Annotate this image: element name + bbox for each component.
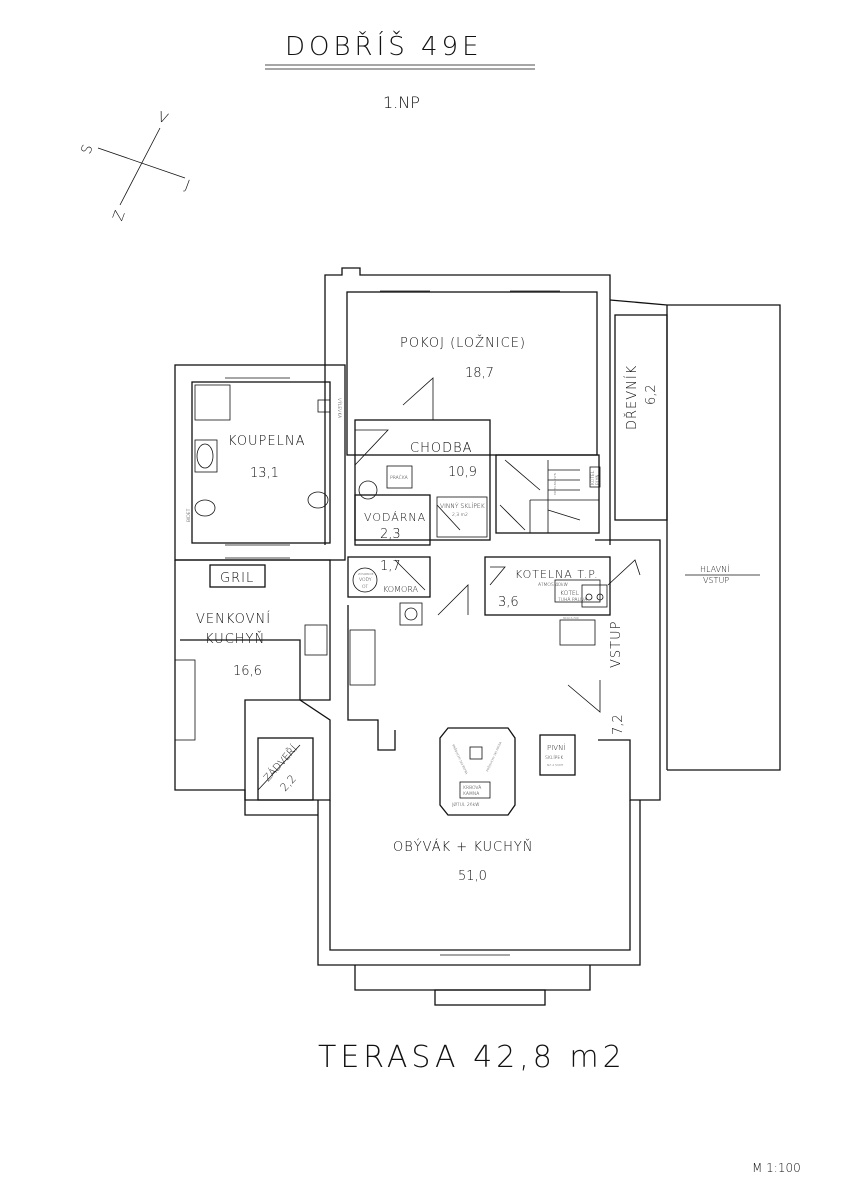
room-water-area: 2,3 bbox=[380, 527, 401, 542]
sink-icon bbox=[317, 399, 331, 413]
floor-label: 1.NP bbox=[383, 93, 420, 112]
room-boiler-area: 3,6 bbox=[498, 595, 519, 610]
compass-icon: S V J Z bbox=[78, 109, 191, 223]
regulation-label: REGULACE bbox=[563, 616, 579, 620]
tank-label: ZÁSOBNÍK bbox=[358, 571, 373, 576]
gas-boiler-label: PLYN bbox=[595, 474, 601, 485]
vent-label: PRŮDUCHY DO PATRA bbox=[451, 743, 469, 775]
room-outdoor-kitchen-area: 16,6 bbox=[233, 664, 262, 679]
room-vestibule-area: 2,2 bbox=[278, 772, 299, 794]
room-bathroom-label: KOUPELNA bbox=[228, 434, 305, 449]
svg-text:V: V bbox=[156, 109, 171, 127]
room-hallway-label: CHODBA bbox=[410, 441, 473, 456]
shower-icon bbox=[194, 384, 231, 421]
wine-cellar-area: 2,3 m2 bbox=[452, 512, 468, 518]
staircase bbox=[495, 454, 600, 534]
room-bedroom-label: POKOJ (LOŽNICE) bbox=[400, 335, 526, 351]
tank-label: OT bbox=[362, 584, 369, 590]
washing-machine-icon bbox=[386, 465, 413, 489]
room-woodshed-area: 6,2 bbox=[644, 384, 659, 405]
beer-cellar-label: SKLÍPEK bbox=[545, 754, 563, 761]
room-boiler-label: KOTELNA T.P. bbox=[515, 568, 599, 581]
room-hallway-area: 10,9 bbox=[448, 465, 477, 480]
beer-cellar-label: PIVNÍ bbox=[547, 743, 565, 752]
svg-text:Z: Z bbox=[110, 209, 128, 223]
washbasin-icon bbox=[194, 439, 218, 473]
bidet-icon bbox=[194, 499, 216, 517]
bidet-label: BIDET bbox=[186, 508, 192, 522]
water-tank-icon bbox=[352, 567, 378, 593]
boiler-label: TUHÁ PALIVA bbox=[558, 596, 587, 603]
svg-text:J: J bbox=[182, 177, 191, 193]
stove-label: KAMNA bbox=[463, 791, 479, 797]
sink-label: VÝLEVKA bbox=[336, 398, 343, 418]
washer-label: PRAČKA bbox=[390, 474, 408, 481]
terrace-label: TERASA 42,8 m2 bbox=[318, 1040, 626, 1075]
room-water-label: VODÁRNA bbox=[364, 511, 426, 524]
wine-cellar-label: VINNÝ SKLÍPEK bbox=[440, 503, 485, 510]
room-entrance-area: 7,2 bbox=[611, 714, 626, 735]
toilet-icon bbox=[307, 491, 329, 509]
gas-room-label: KOTELNA PLYN bbox=[553, 473, 557, 495]
scale-label: M 1:100 bbox=[752, 1161, 801, 1175]
boiler-model: ATMOS 40kW bbox=[538, 582, 569, 588]
room-living-label: OBÝVÁK + KUCHYŇ bbox=[393, 839, 534, 855]
stove-icon bbox=[399, 602, 423, 626]
room-outdoor-kitchen-label: VENKOVNÍ bbox=[196, 611, 271, 627]
vent-label: PRŮDUCHY DO PATRA bbox=[484, 741, 502, 773]
kitchen-stove-icon bbox=[349, 629, 376, 686]
gas-boiler-label: KOTEL bbox=[590, 470, 596, 485]
grill-label: GRIL bbox=[220, 571, 254, 586]
room-pantry-label: KOMORA bbox=[383, 585, 419, 594]
room-living-area: 51,0 bbox=[458, 869, 487, 884]
main-entrance-label: VSTUP bbox=[703, 576, 729, 585]
plan-title: DOBŘÍŠ 49E bbox=[285, 30, 483, 62]
svg-text:S: S bbox=[78, 143, 96, 157]
tank-label: VODY bbox=[359, 577, 372, 583]
main-entrance-label: HLAVNÍ bbox=[700, 563, 729, 574]
stove-label: KRBOVÁ bbox=[463, 784, 481, 791]
room-entrance-label: VSTUP bbox=[609, 621, 624, 668]
walls bbox=[174, 267, 781, 1006]
stove-model: JØTUL 26kW bbox=[452, 801, 480, 808]
fireplace-icon bbox=[439, 727, 516, 816]
room-woodshed-label: DŘEVNÍK bbox=[624, 365, 640, 430]
beer-cellar-note: NA 2 SUDY bbox=[547, 763, 563, 767]
boiler-label: KOTEL bbox=[560, 590, 580, 597]
room-outdoor-kitchen-label: KUCHYŇ bbox=[205, 631, 265, 647]
room-pantry-area: 1,7 bbox=[380, 559, 401, 574]
room-bedroom-area: 18,7 bbox=[465, 366, 494, 381]
room-bathroom-area: 13,1 bbox=[250, 466, 279, 481]
water-heater-icon bbox=[358, 480, 378, 500]
